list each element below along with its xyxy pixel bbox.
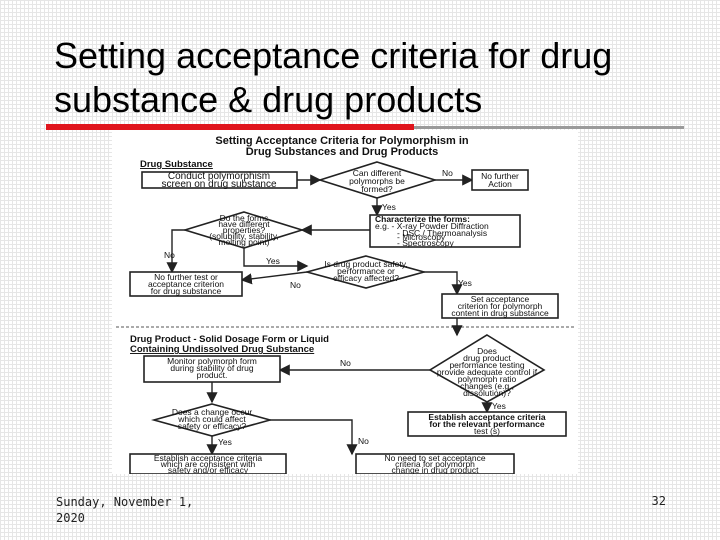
- drug-product-section-label-line-1: Drug Product - Solid Dosage Form or Liqu…: [130, 334, 329, 345]
- establish-criteria-line-2: which are consistent with: [160, 459, 256, 469]
- can-different-decision: [317, 161, 438, 199]
- drug-substance-section-label: Drug Substance: [140, 159, 213, 170]
- connector-yes-to-performance: [243, 248, 309, 272]
- properties-decision: [182, 211, 305, 249]
- establish-performance-box: [407, 411, 567, 437]
- performance-testing-line-6: changes (e.g.,: [460, 381, 514, 391]
- slide-title-line-2: substance & drug products: [54, 79, 483, 120]
- slide-title-line-1: Setting acceptance criteria for drug: [54, 35, 613, 76]
- can-different-line-3: formed?: [361, 184, 392, 194]
- diagram-heading-line-1: Setting Acceptance Criteria for Polymorp…: [215, 135, 469, 147]
- characterize-line-2: e.g. - X-ray Powder Diffraction: [375, 221, 489, 231]
- performance-testing-line-4: provide adequate control if: [437, 367, 538, 377]
- monitor-form-line-1: Monitor polymorph form: [167, 356, 257, 366]
- footer-date: Sunday, November 1, 2020: [56, 495, 194, 525]
- polymorphism-flowchart: Setting Acceptance Criteria for Polymorp…: [112, 130, 578, 474]
- no-further-test-box: [129, 271, 243, 297]
- no-need-line-3: change in drug product: [392, 465, 480, 474]
- drug-product-section-label-line-2: Containing Undissolved Drug Substance: [130, 344, 314, 355]
- no-need-line-1: No need to set acceptance: [384, 453, 485, 463]
- properties-line-5: melting point): [218, 237, 269, 247]
- no-need-line-2: criteria for polymorph: [395, 459, 475, 469]
- label-no-properties: No: [164, 250, 175, 260]
- diagram-heading-line-2: Drug Substances and Drug Products: [246, 146, 439, 158]
- performance-testing-line-1: Does: [477, 346, 497, 356]
- conduct-screen-line-1: Conduct polymorphism: [168, 171, 270, 182]
- establish-criteria-line-3: safety and/or efficacy: [168, 465, 249, 474]
- label-yes-can-different: Yes: [382, 202, 396, 212]
- characterize-line-4: - Microscopy: [397, 232, 446, 242]
- page-number: 32: [651, 494, 666, 508]
- set-acceptance-line-2: criterion for polymorph: [458, 301, 543, 311]
- monitor-form-line-3: product.: [197, 370, 228, 380]
- performance-line-2: performance or: [337, 266, 395, 276]
- performance-testing-line-5: polymorph ratio: [458, 374, 517, 384]
- connector-no-to-no-test-2: [240, 271, 308, 285]
- label-yes-properties: Yes: [266, 256, 280, 266]
- label-no-performance-testing: No: [340, 358, 351, 368]
- no-further-test-line-3: for drug substance: [151, 286, 222, 296]
- characterize-forms-box: [369, 214, 521, 248]
- can-different-line-1: Can different: [353, 168, 402, 178]
- set-acceptance-box: [441, 293, 559, 319]
- properties-line-1: Do the forms: [220, 213, 269, 223]
- establish-performance-line-2: for the relevant performance: [429, 419, 545, 429]
- properties-line-2: have different: [218, 219, 270, 229]
- label-no-change: No: [358, 436, 369, 446]
- label-no-performance: No: [290, 280, 301, 290]
- title-rule-gray: [414, 126, 684, 129]
- performance-testing-line-7: dissolution)?: [463, 388, 511, 398]
- no-further-test-line-1: No further test or: [154, 272, 218, 282]
- slide-title: Setting acceptance criteria for drug sub…: [54, 34, 694, 122]
- conduct-screen-line-2: screen on drug substance: [161, 179, 277, 190]
- set-acceptance-line-1: Set acceptance: [471, 294, 530, 304]
- characterize-line-5: - Spectroscopy: [397, 238, 454, 248]
- performance-line-1: Is drug product safety,: [324, 259, 407, 269]
- connector-yes-to-set-criterion: [424, 271, 463, 296]
- monitor-form-line-2: during stability of drug: [170, 363, 253, 373]
- connector-no-to-no-test: [166, 229, 185, 274]
- title-rule-red: [46, 124, 414, 130]
- monitor-form-box: [143, 355, 281, 383]
- establish-criteria-line-1: Establish acceptance criteria: [154, 453, 262, 463]
- label-yes-performance-testing: Yes: [492, 401, 506, 411]
- characterize-line-1: Characterize the forms:: [375, 214, 470, 224]
- can-different-line-2: polymorphs be: [349, 176, 405, 186]
- label-no-can-different: No: [442, 168, 453, 178]
- establish-performance-line-1: Establish acceptance criteria: [428, 412, 545, 422]
- establish-criteria-box: [129, 453, 287, 474]
- no-further-action-box: [471, 169, 529, 191]
- no-need-box: [355, 453, 515, 474]
- change-occur-decision: [150, 403, 274, 437]
- change-occur-line-2: which could affect: [177, 414, 246, 424]
- no-further-action-line-2: Action: [488, 179, 512, 189]
- conduct-screen-box: [141, 171, 298, 189]
- label-yes-performance: Yes: [458, 278, 472, 288]
- properties-line-4: (solubility, stability,: [209, 231, 279, 241]
- performance-testing-line-3: performance testing: [449, 360, 524, 370]
- no-further-action-line-1: No further: [481, 171, 519, 181]
- label-yes-change: Yes: [218, 437, 232, 447]
- characterize-line-3: - DSC / Thermoanalysis: [397, 228, 487, 238]
- change-occur-line-3: safety or efficacy?: [178, 421, 247, 431]
- performance-line-3: efficacy affected?: [333, 273, 399, 283]
- performance-affected-decision: [303, 255, 428, 289]
- performance-testing-decision: [428, 334, 546, 403]
- no-further-test-line-2: acceptance criterion: [148, 279, 224, 289]
- change-occur-line-1: Does a change occur: [172, 407, 252, 417]
- establish-performance-line-3: test (s): [474, 426, 500, 436]
- set-acceptance-line-3: content in drug substance: [451, 308, 549, 318]
- properties-line-3: properties?: [223, 225, 266, 235]
- performance-testing-line-2: drug product: [463, 353, 511, 363]
- connector-no-to-no-need: [270, 419, 358, 456]
